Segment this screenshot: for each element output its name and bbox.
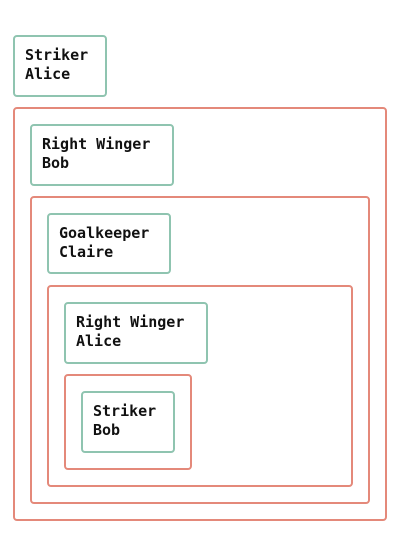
player-role: Goalkeeper xyxy=(59,224,150,242)
player-card-striker-bob: Striker Bob xyxy=(81,391,175,453)
player-name: Alice xyxy=(25,65,71,83)
nested-container-level-1 xyxy=(13,107,387,521)
player-role: Right Winger xyxy=(76,313,185,331)
player-name: Bob xyxy=(42,154,70,172)
player-card-goalkeeper-claire: Goalkeeper Claire xyxy=(47,213,171,274)
player-role: Striker xyxy=(25,46,89,64)
player-card-striker-alice: Striker Alice xyxy=(13,35,107,97)
nested-container-level-2 xyxy=(30,196,370,504)
player-card-right-winger-bob: Right Winger Bob xyxy=(30,124,174,186)
player-card-right-winger-alice: Right Winger Alice xyxy=(64,302,208,364)
player-name: Alice xyxy=(76,332,122,350)
player-name: Claire xyxy=(59,243,114,261)
nested-container-level-4 xyxy=(64,374,192,470)
player-name: Bob xyxy=(93,421,121,439)
nested-container-level-3 xyxy=(47,285,353,487)
player-role: Right Winger xyxy=(42,135,151,153)
player-role: Striker xyxy=(93,402,157,420)
